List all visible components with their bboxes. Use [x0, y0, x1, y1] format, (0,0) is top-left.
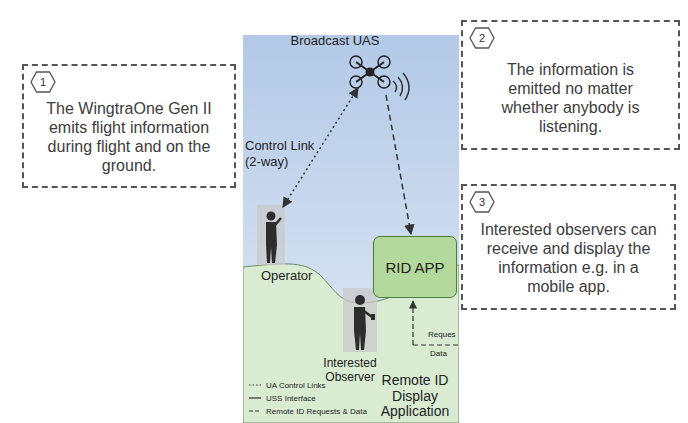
figure-body	[354, 307, 366, 350]
callout-text: The information is emitted no matter whe…	[488, 60, 653, 136]
signal-arc	[393, 81, 397, 92]
callout-number: 3	[469, 191, 495, 213]
link-label: Control Link (2-way)	[245, 138, 323, 170]
figure-head	[267, 212, 276, 221]
callout-number-text: 1	[30, 71, 56, 93]
hexagon-shape	[470, 192, 494, 212]
drone-label: Broadcast UAS	[285, 33, 385, 48]
callout-number: 2	[469, 27, 495, 49]
app-label: RID APP	[385, 259, 444, 276]
arrow-label: Reques	[428, 330, 456, 339]
drone-rotor	[378, 56, 390, 68]
operator-figure	[257, 205, 285, 265]
drone-arms	[356, 62, 384, 82]
callout-text: Interested observers can receive and dis…	[478, 220, 659, 296]
callout-box: Interested observers can receive and dis…	[461, 184, 676, 310]
legend-solid-sample	[249, 397, 261, 398]
request-arrow	[412, 301, 413, 345]
figure-backdrop	[257, 205, 285, 265]
hexagon-shape	[470, 28, 494, 48]
callout-number: 1	[30, 71, 56, 93]
arrow-label: Data	[430, 349, 447, 358]
signal-arc	[398, 77, 403, 96]
drone-rotor	[378, 76, 390, 88]
signal-waves	[393, 73, 409, 100]
legend-text: UA Control Links	[266, 381, 326, 390]
figure-head	[355, 295, 365, 305]
callout-box: The WingtraOne Gen II emits flight infor…	[22, 64, 236, 188]
drone-rotor	[350, 56, 362, 68]
drone-body	[366, 68, 375, 77]
signal-arc	[403, 73, 409, 100]
figure-arm	[364, 311, 372, 317]
sky-background	[243, 35, 459, 423]
drone-symbol	[350, 56, 390, 88]
person-label: Interested Observer	[320, 356, 380, 384]
person-label: Operator	[261, 268, 321, 283]
app-box: RID APP	[373, 236, 457, 298]
figure-arm	[275, 218, 281, 225]
legend-text: USS Interface	[266, 394, 316, 403]
callout-box: The information is emitted no matter whe…	[461, 20, 680, 150]
drone-rotor	[350, 76, 362, 88]
phone-symbol	[371, 314, 375, 320]
legend-dashed-sample	[249, 410, 261, 411]
legend-text: Remote ID Requests & Data	[266, 407, 367, 416]
figure-body	[266, 222, 277, 263]
callout-number-text: 2	[469, 27, 495, 49]
section-label: Remote ID Display Application	[374, 373, 456, 420]
legend-dotted-sample	[249, 384, 261, 385]
observer-figure	[343, 288, 377, 352]
callout-number-text: 3	[469, 191, 495, 213]
broadcast-arrow	[386, 95, 411, 234]
callout-text: The WingtraOne Gen II emits flight infor…	[34, 99, 224, 175]
figure-backdrop	[343, 288, 377, 352]
hexagon-shape	[31, 72, 55, 92]
request-line	[413, 344, 459, 345]
